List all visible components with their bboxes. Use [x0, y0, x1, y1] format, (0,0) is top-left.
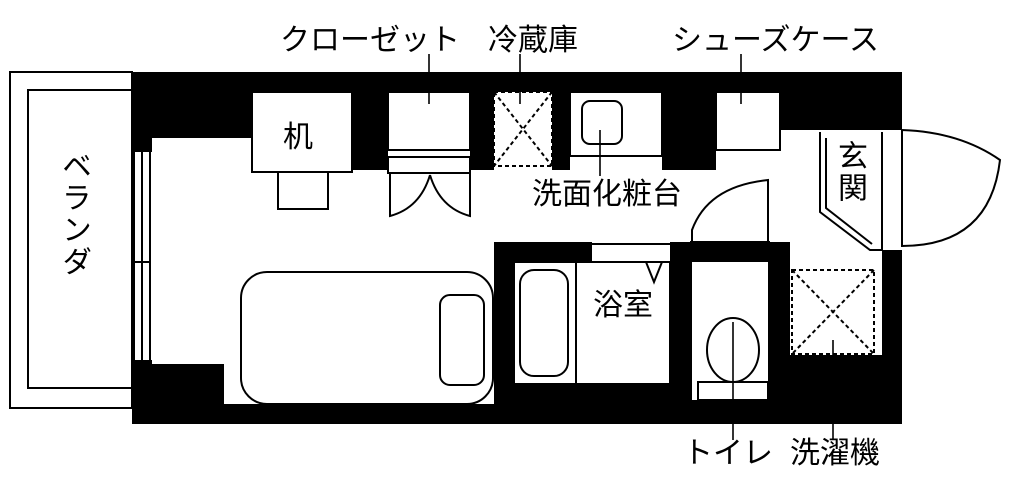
entrance-shape: [819, 129, 1002, 251]
bath-label: 浴室: [593, 288, 653, 323]
closet-shape: [387, 91, 471, 218]
wash-basin-label: 洗面化粧台: [532, 177, 682, 212]
shoe-case-shape: [715, 91, 781, 151]
bed-shape: [240, 271, 494, 405]
wash-basin-shape: [569, 91, 663, 157]
leader-lines: [428, 54, 834, 440]
fridge-shape: [493, 91, 553, 167]
veranda-label: ベランダ: [56, 150, 91, 278]
window: [133, 152, 151, 360]
fridge-label: 冷蔵庫: [488, 23, 578, 58]
toilet-label: トイレ: [683, 436, 773, 471]
veranda-area: [9, 71, 133, 409]
entrance-label: 玄関: [832, 140, 867, 204]
walls: [132, 72, 902, 424]
desk-label: 机: [283, 120, 313, 155]
washing-machine-label: 洗濯機: [790, 436, 880, 471]
bath-door: [691, 178, 769, 242]
shoe-case-label: シューズケース: [672, 23, 879, 58]
bathtub-shape: [513, 243, 671, 385]
closet-label: クローゼット: [280, 23, 460, 58]
desk-shape: [251, 91, 353, 173]
chair-shape: [277, 171, 329, 210]
